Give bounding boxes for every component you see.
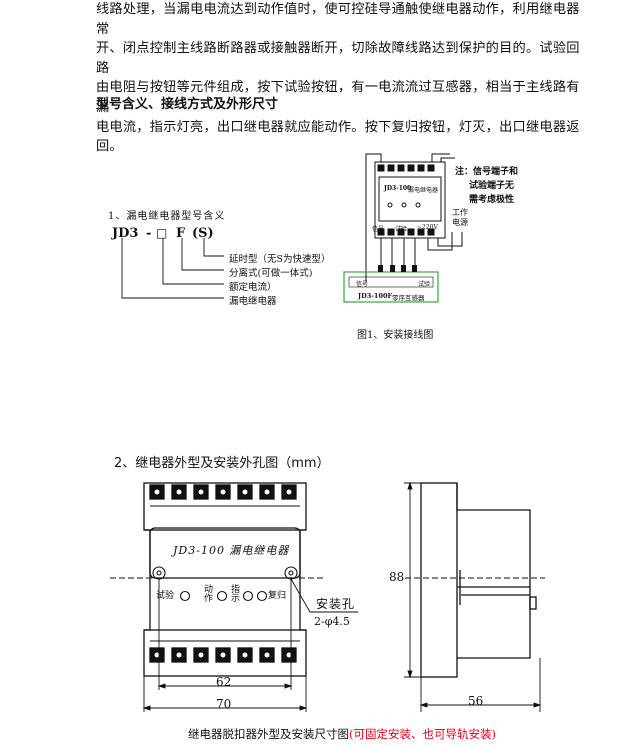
section-dims-title: 2、继电器外型及安装外孔图（mm） bbox=[114, 456, 330, 471]
front-hole-label: 安装孔 bbox=[316, 597, 356, 611]
model-code-dash: - bbox=[146, 226, 152, 241]
ct-signal: 信号 bbox=[356, 281, 369, 288]
model-code-box: □ bbox=[156, 226, 168, 240]
wiring-relay-label: JD3-100 bbox=[384, 185, 412, 192]
wiring-work-power: 工作 bbox=[452, 208, 468, 217]
front-label: JD3-100 漏电继电器 bbox=[173, 544, 290, 557]
ct-label: JD3-100F bbox=[358, 292, 393, 300]
wiring-work-power-2: 电源 bbox=[452, 218, 468, 227]
caption-main: 继电器脱扣器外型及安装尺寸图 bbox=[188, 727, 349, 741]
side-dim-height: 88 bbox=[389, 570, 405, 584]
front-btn-reset-label: 复归 bbox=[268, 591, 287, 601]
legend-delay: 延时型（无S为快速型） bbox=[229, 254, 331, 265]
wiring-ct bbox=[343, 265, 439, 303]
intro-line: 由电阻与按钮等元件组成，按下试验按钮，有一电流流过互感器，相当于主线路有漏 bbox=[96, 80, 580, 115]
side-dim-depth: 56 bbox=[468, 694, 484, 708]
model-code-f: F bbox=[176, 226, 186, 241]
wiring-caption: 图1、安装接线图 bbox=[357, 330, 434, 341]
ct-test: 试验 bbox=[418, 281, 431, 288]
wiring-relay-sub: 漏电继电器 bbox=[408, 187, 439, 194]
legend-relay: 漏电继电器 bbox=[229, 296, 277, 307]
wiring-note-3: 需考虑极性 bbox=[469, 195, 515, 205]
front-btn-test-label: 试验 bbox=[156, 591, 175, 601]
wiring-note: 注：信号端子和 bbox=[455, 167, 519, 177]
model-code-jd3: JD3 bbox=[112, 226, 139, 241]
front-view bbox=[143, 482, 307, 677]
front-hole-leader bbox=[290, 578, 358, 613]
section-model-title: 型号含义、接线方式及外形尺寸 bbox=[96, 97, 279, 112]
intro-line: 开、闭点控制主线路断路器或接触器断开，切除故障线路达到保护的目的。试验回路 bbox=[96, 41, 580, 76]
wiring-lines bbox=[365, 153, 463, 282]
wiring-note-2: 试验端子无 bbox=[469, 181, 515, 191]
intro-paragraph: 线路处理，当漏电电流达到动作值时，使可控硅导通触使继电器动作，利用继电器常 开、… bbox=[96, 0, 586, 157]
front-ind-indicate-label: 指 示 bbox=[231, 585, 241, 604]
model-code-s: (S) bbox=[192, 226, 214, 241]
side-view bbox=[420, 482, 537, 678]
caption-red: (可固定安装、也可导轨安装) bbox=[349, 727, 496, 741]
side-dimensions bbox=[404, 481, 545, 712]
intro-line: 电电流，指示灯亮，出口继电器就应能动作。按下复归按钮，灯灭，出口继电器返回。 bbox=[96, 119, 580, 155]
front-hole-spec: 2-φ4.5 bbox=[314, 615, 350, 628]
front-ind-action-label: 动 作 bbox=[204, 585, 214, 604]
intro-line: 线路处理，当漏电电流达到动作值时，使可控硅导通触使继电器动作，利用继电器常 bbox=[96, 2, 580, 37]
front-dim-inner: 62 bbox=[216, 675, 232, 689]
model-code-heading: 1、漏电继电器型号含义 bbox=[108, 211, 226, 222]
model-code-leaders bbox=[121, 238, 224, 299]
figure-caption: 继电器脱扣器外型及安装尺寸图(可固定安装、也可导轨安装) bbox=[188, 726, 496, 742]
front-dimensions bbox=[110, 577, 325, 712]
legend-current: 额定电流） bbox=[229, 282, 277, 293]
wiring-relay bbox=[374, 161, 446, 239]
legend-split: 分离式(可做一体式) bbox=[229, 268, 313, 279]
ct-sub: 零序互感器 bbox=[392, 294, 425, 302]
wiring-voltage: ~220V bbox=[417, 224, 438, 231]
front-dim-outer: 70 bbox=[216, 697, 232, 711]
